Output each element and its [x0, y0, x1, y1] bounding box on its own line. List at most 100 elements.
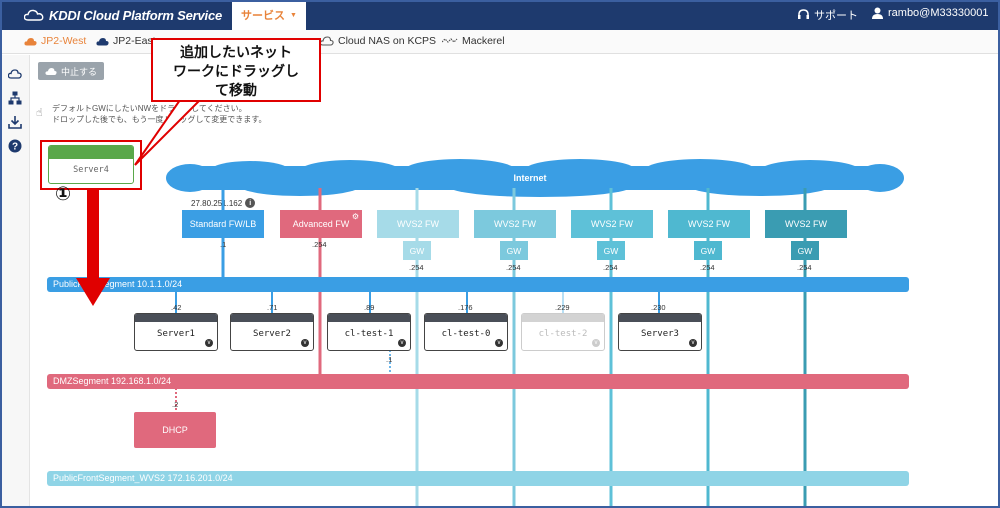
firewall-label: WVS2 FW	[785, 219, 827, 229]
download-icon[interactable]	[8, 115, 22, 129]
support-link[interactable]: サポート	[797, 7, 858, 23]
region-tab-jp2-west[interactable]: JP2-West	[24, 35, 86, 47]
server-menu-icon[interactable]: v	[398, 339, 406, 347]
info-icon[interactable]: i	[245, 198, 256, 208]
gateway-3[interactable]: GW	[597, 241, 625, 260]
server-card-disabled[interactable]: cl-test-2 v	[521, 313, 605, 351]
firewall-standard[interactable]: Standard FW/LB	[182, 210, 264, 238]
firewall-wvs2-2[interactable]: WVS2 FW	[474, 210, 556, 238]
server-card[interactable]: cl-test-0 v	[424, 313, 508, 351]
server-address: .89	[364, 303, 375, 312]
gateway-5[interactable]: GW	[791, 241, 819, 260]
server-menu-icon[interactable]: v	[592, 339, 600, 347]
server-menu-icon[interactable]: v	[301, 339, 309, 347]
segment-public-front[interactable]: PublicFrontSegment 10.1.1.0/24	[47, 277, 909, 292]
cloud-stop-icon	[45, 67, 57, 75]
server-card[interactable]: cl-test-1 v	[327, 313, 411, 351]
server-name: cl-test-1	[344, 329, 394, 339]
user-menu[interactable]: rambo@M33330001	[872, 7, 988, 19]
user-icon	[872, 7, 883, 19]
firewall-label: WVS2 FW	[397, 219, 439, 229]
server-address: .71	[267, 303, 278, 312]
server-name: Server4	[73, 165, 109, 175]
firewall-label: Standard FW/LB	[189, 219, 257, 229]
server-name: Server3	[641, 329, 679, 339]
public-ip-value: 27.80.251.162	[191, 198, 243, 208]
server-address: .229	[555, 303, 570, 312]
firewall-advanced[interactable]: Advanced FW ⚙	[280, 210, 362, 238]
stop-button[interactable]: 中止する	[38, 62, 104, 80]
segment-dmz[interactable]: DMZSegment 192.168.1.0/24	[47, 374, 909, 389]
firewall-wvs2-4[interactable]: WVS2 FW	[668, 210, 750, 238]
region-label: JP2-West	[41, 35, 87, 47]
gw-address: .254	[603, 263, 618, 272]
fw-address: .1	[220, 240, 227, 249]
server-address: .42	[171, 303, 182, 312]
svg-text:?: ?	[12, 142, 18, 153]
firewall-wvs2-3[interactable]: WVS2 FW	[571, 210, 653, 238]
gw-address: .254	[797, 263, 812, 272]
callout-line-1: 追加したいネット	[180, 44, 292, 60]
caret-down-icon: ▼	[290, 11, 297, 19]
region-tab-jp2-east[interactable]: JP2-East	[96, 35, 156, 47]
public-ip: 27.80.251.162 i	[191, 198, 256, 208]
gateway-label: GW	[797, 245, 813, 256]
gateway-label: GW	[409, 245, 425, 256]
drag-handle[interactable]	[49, 146, 133, 159]
stop-label: 中止する	[60, 66, 97, 77]
gateway-2[interactable]: GW	[500, 241, 528, 260]
firewall-label: WVS2 FW	[688, 219, 730, 229]
firewall-wvs2-1[interactable]: WVS2 FW	[377, 210, 459, 238]
server-menu-icon[interactable]: v	[495, 339, 503, 347]
user-name: rambo@M33330001	[888, 7, 989, 19]
support-label: サポート	[814, 10, 858, 22]
server-name: cl-test-2	[538, 329, 588, 339]
server-card[interactable]: Server3 v	[618, 313, 702, 351]
server-menu-icon[interactable]: v	[205, 339, 213, 347]
firewall-label: WVS2 FW	[591, 219, 633, 229]
internet-label: Internet	[513, 173, 547, 183]
cloud-icon	[24, 37, 37, 45]
cloud-icon	[96, 37, 109, 45]
dhcp-box[interactable]: DHCP	[134, 412, 216, 448]
instruction-callout: 追加したいネット ワークにドラッグし て移動	[151, 38, 321, 102]
gear-icon[interactable]: ⚙	[351, 212, 359, 221]
gateway-4[interactable]: GW	[694, 241, 722, 260]
firewall-label: WVS2 FW	[494, 219, 536, 229]
gw-address: .254	[506, 263, 521, 272]
firewall-wvs2-5[interactable]: WVS2 FW	[765, 210, 847, 238]
server-address: .1	[386, 355, 393, 364]
network-tree-icon[interactable]	[8, 91, 22, 105]
server-card[interactable]: Server1 v	[134, 313, 218, 351]
server-card[interactable]: Server2 v	[230, 313, 314, 351]
segment-label: PublicFrontSegment 10.1.1.0/24	[53, 279, 183, 289]
help-icon[interactable]: ?	[8, 139, 22, 153]
fw-address: .254	[312, 240, 327, 249]
cloud-nav-icon[interactable]	[8, 67, 22, 81]
mackerel-icon	[442, 38, 458, 43]
gateway-1[interactable]: GW	[403, 241, 431, 260]
server-header	[231, 314, 313, 322]
drag-hand-icon: ☝	[36, 107, 43, 119]
callout-line-2: ワークにドラッグし	[173, 63, 299, 79]
tab-mackerel[interactable]: Mackerel	[442, 35, 505, 47]
services-menu[interactable]: サービス ▼	[232, 0, 306, 30]
gateway-label: GW	[603, 245, 619, 256]
callout-line-3: て移動	[215, 82, 257, 98]
server-header	[425, 314, 507, 322]
top-header: KDDI Cloud Platform Service サービス ▼ サポート …	[0, 0, 1000, 30]
tab-label: Cloud NAS on KCPS	[338, 35, 437, 47]
segment-public-front-wvs2[interactable]: PublicFrontSegment_WVS2 172.16.201.0/24	[47, 471, 909, 486]
brand-logo[interactable]: KDDI Cloud Platform Service	[24, 6, 222, 24]
gw-address: .254	[409, 263, 424, 272]
gateway-label: GW	[506, 245, 522, 256]
gateway-label: GW	[700, 245, 716, 256]
server-name: Server2	[253, 329, 291, 339]
server-header	[619, 314, 701, 322]
server-menu-icon[interactable]: v	[689, 339, 697, 347]
services-label: サービス	[241, 10, 286, 22]
dhcp-label: DHCP	[162, 425, 188, 435]
segment-label: DMZSegment 192.168.1.0/24	[53, 376, 172, 386]
draggable-server-card[interactable]: Server4	[48, 145, 134, 184]
region-label: JP2-East	[113, 35, 156, 47]
